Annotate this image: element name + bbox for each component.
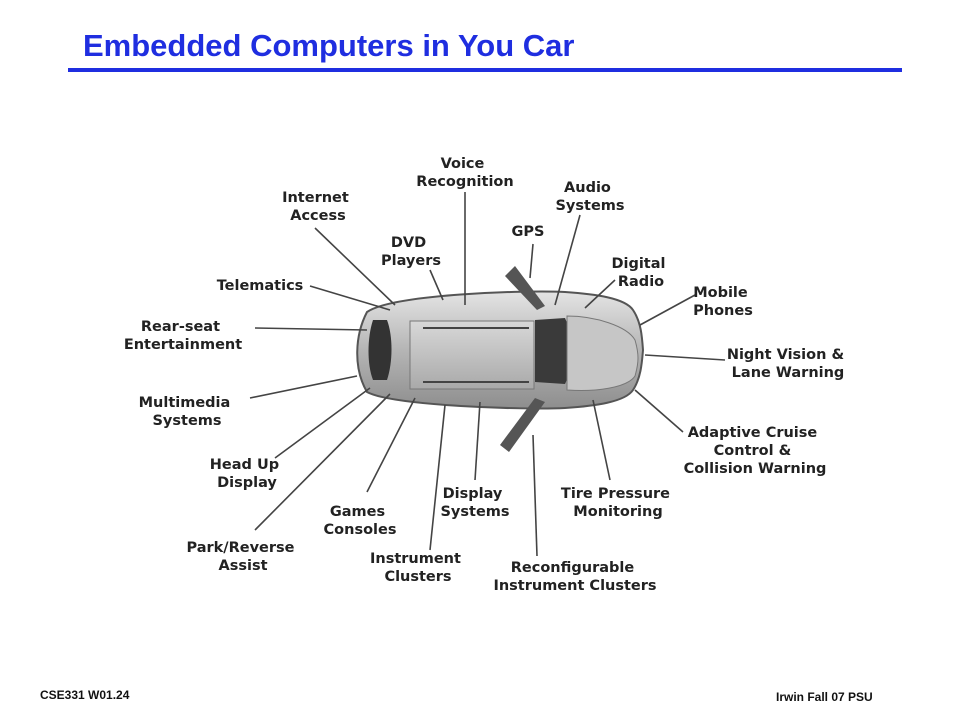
leader-multimedia [249,375,358,399]
footer-course-code: CSE331 W01.24 [40,688,130,702]
car-systems-diagram: Voice Recognition Internet Access Audio … [124,156,849,594]
label-instrument-clusters: Instrument Clusters [370,551,466,585]
label-games-consoles: Games Consoles [324,504,397,538]
leader-gps [529,243,534,279]
open-door-bottom [500,398,545,452]
leader-night [644,354,726,361]
leader-games [366,397,416,493]
label-audio-systems: Audio Systems [555,180,624,214]
label-tire-pressure: Tire Pressure Monitoring [561,486,675,520]
leader-digital [584,279,616,309]
label-reconfigurable-clusters: Reconfigurable Instrument Clusters [493,560,656,594]
leader-display [474,401,481,481]
label-telematics: Telematics [217,278,304,294]
car-roof [409,320,535,390]
label-mobile-phones: Mobile Phones [693,285,753,319]
label-head-up-display: Head Up Display [210,457,284,491]
leader-rearseat [254,327,368,331]
leader-internet [314,227,396,306]
footer-author: Irwin Fall 07 PSU [776,690,873,704]
label-adaptive-cruise: Adaptive Cruise Control & Collision Warn… [684,425,827,477]
label-park-reverse-assist: Park/Reverse Assist [186,540,299,574]
leader-audio [554,214,581,306]
leader-telematics [309,285,391,311]
leader-dvd [429,269,444,301]
label-display-systems: Display Systems [440,486,509,520]
open-door-top [505,266,545,310]
leader-park [254,393,391,531]
label-digital-radio: Digital Radio [611,256,670,290]
leader-adaptive [634,389,684,433]
leader-tire [592,399,611,481]
leader-mobile [639,294,696,326]
hood [566,315,639,391]
leader-headup [274,387,371,459]
label-rear-seat-entertainment: Rear-seat Entertainment [124,319,242,353]
label-gps: GPS [512,224,545,240]
label-voice-recognition: Voice Recognition [416,156,513,190]
title-underline [68,68,902,72]
slide-title: Embedded Computers in You Car [83,28,575,63]
system-labels: Voice Recognition Internet Access Audio … [124,156,849,594]
leader-reconfig [532,434,538,557]
leader-instrument [429,404,446,551]
label-night-vision: Night Vision & Lane Warning [727,347,849,381]
car-illustration [356,266,645,452]
windshield [535,318,571,384]
label-internet-access: Internet Access [282,190,354,224]
label-multimedia-systems: Multimedia Systems [139,395,236,429]
rear-window [368,320,392,380]
leader-lines [249,192,726,557]
label-dvd-players: DVD Players [381,235,441,269]
